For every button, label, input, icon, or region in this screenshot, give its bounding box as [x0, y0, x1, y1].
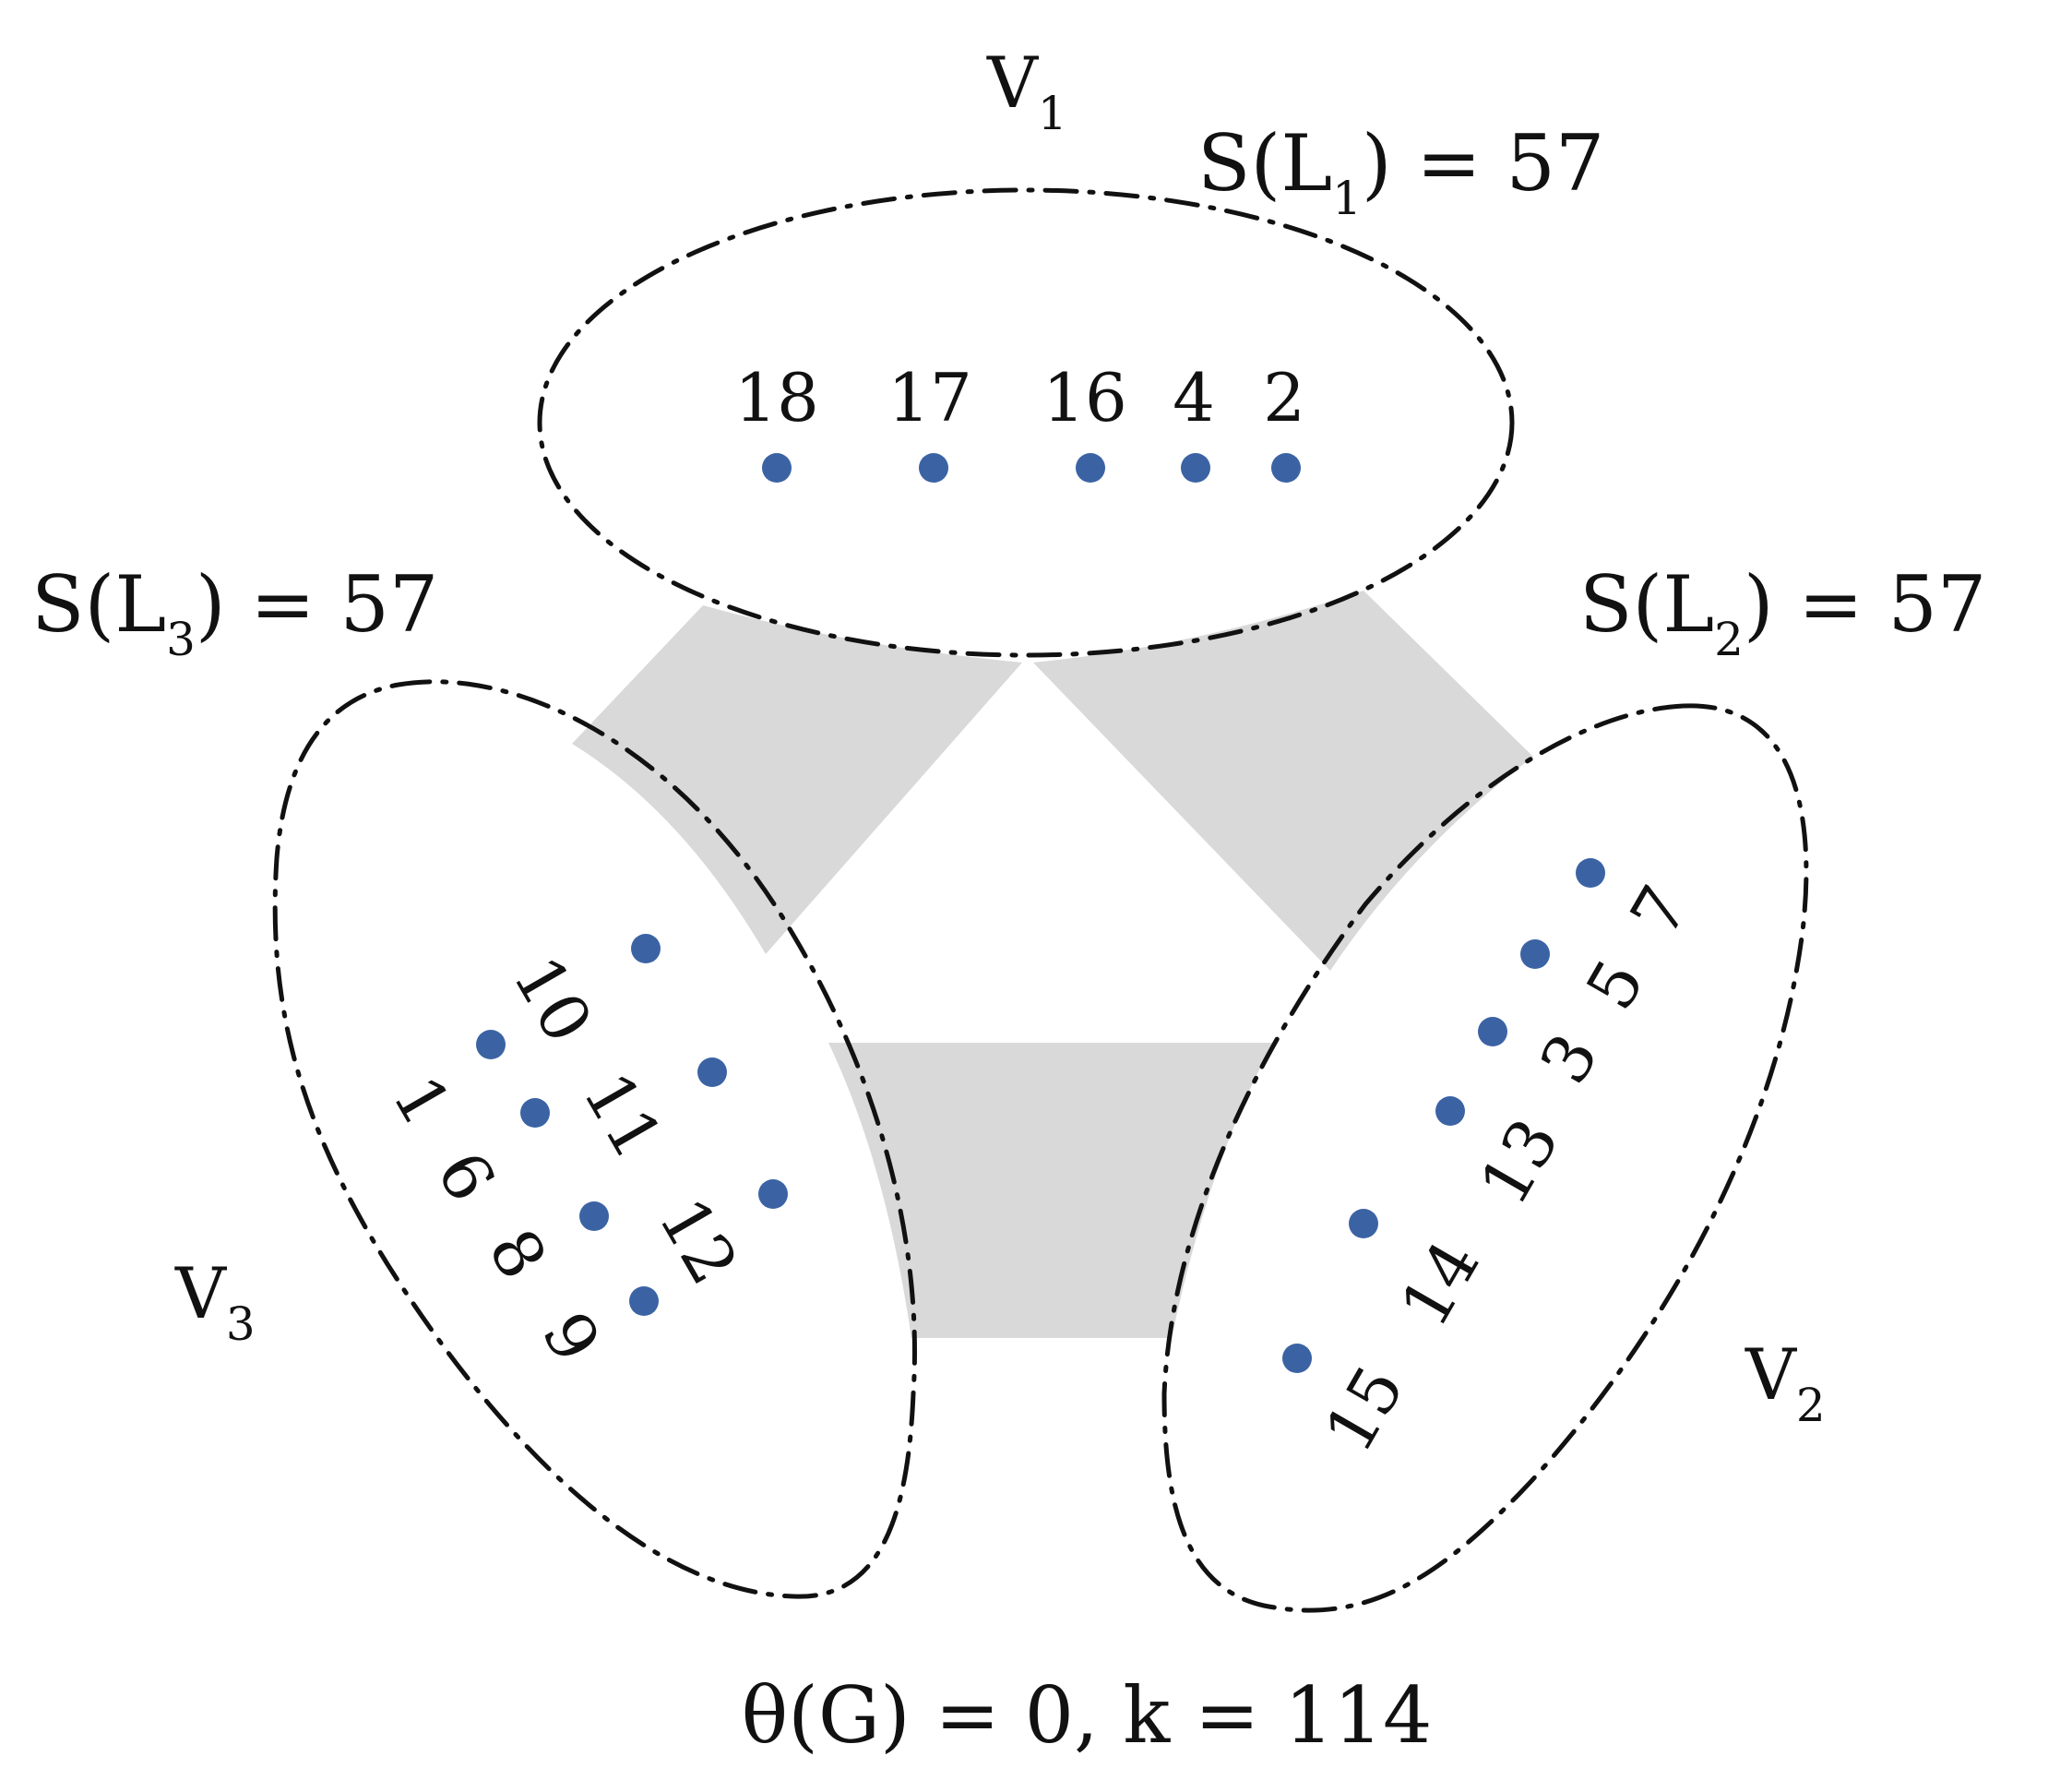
vertex-label: 4	[1173, 359, 1215, 436]
sum-label-post: ) = 57	[196, 559, 438, 650]
vertex-label: 3	[1525, 1021, 1614, 1096]
vertex-label: 2	[1263, 359, 1305, 436]
vertex-v2-14	[1349, 1209, 1378, 1238]
vertex-label: 1	[377, 1063, 466, 1139]
vertex-v2-7	[1576, 858, 1605, 888]
vertex-v3-9	[629, 1286, 659, 1316]
vertex-label: 9	[527, 1299, 615, 1375]
set-label-name: V	[174, 1252, 227, 1334]
vertex-v2-3	[1478, 1017, 1507, 1046]
set-label-v1: V1	[986, 42, 1067, 140]
vertex-v3-1	[476, 1030, 506, 1059]
vertex-v2-5	[1520, 939, 1550, 969]
boundary-v1	[537, 187, 1515, 658]
set-label-sub: 2	[1796, 1379, 1826, 1432]
sum-label-sub: 1	[1332, 172, 1362, 225]
vertex-label: 5	[1571, 947, 1660, 1022]
vertex-label: 6	[422, 1139, 510, 1214]
sum-label-pre: S(L	[31, 559, 166, 650]
band-v1-v2	[1033, 591, 1533, 971]
set-label-sub: 3	[226, 1297, 256, 1351]
vertices-v2: 7 5 3 13 14 15	[1282, 858, 1704, 1465]
vertex-v3-10	[631, 934, 661, 963]
vertex-v1-17	[919, 453, 948, 483]
vertex-v1-16	[1076, 453, 1105, 483]
sum-label-post: ) = 57	[1744, 559, 1986, 650]
sum-label-post: ) = 57	[1362, 118, 1604, 209]
vertex-v1-18	[762, 453, 792, 483]
sum-label-sub: 2	[1714, 613, 1744, 666]
sum-label-l2: S(L2) = 57	[1579, 559, 1986, 666]
sum-label-l1: S(L1) = 57	[1197, 118, 1604, 225]
band-v2-v3	[828, 1043, 1273, 1338]
boundary-v2	[1161, 703, 1809, 1613]
set-label-v2: V2	[1745, 1333, 1826, 1432]
vertex-label: 7	[1615, 873, 1704, 949]
vertex-label: 12	[644, 1185, 754, 1296]
band-v1-v3	[572, 605, 1022, 954]
vertex-v1-4	[1181, 453, 1210, 483]
vertex-label: 8	[473, 1216, 562, 1292]
vertex-label: 11	[568, 1059, 678, 1171]
vertices-v1: 18 17 16 4 2	[734, 359, 1305, 483]
vertex-v2-13	[1435, 1096, 1465, 1126]
footer-caption: θ(G) = 0, k = 114	[742, 1670, 1433, 1761]
boundary-v3	[272, 679, 917, 1599]
vertex-label: 18	[734, 359, 819, 436]
vertex-label: 16	[1042, 359, 1127, 436]
set-label-name: V	[986, 42, 1039, 124]
set-label-name: V	[1745, 1333, 1797, 1416]
vertex-label: 14	[1386, 1227, 1495, 1339]
set-label-sub: 1	[1038, 87, 1067, 140]
vertex-label: 15	[1310, 1353, 1420, 1464]
set-label-v3: V3	[174, 1252, 256, 1351]
vertex-v1-2	[1271, 453, 1301, 483]
vertex-v2-15	[1282, 1344, 1312, 1373]
vertex-v3-8	[579, 1201, 609, 1231]
vertex-v3-12	[758, 1179, 788, 1209]
vertices-v3: 10 11 12 1 6 8 9	[377, 934, 788, 1375]
vertex-label: 10	[498, 943, 608, 1055]
sum-label-sub: 3	[166, 613, 196, 666]
vertex-v3-11	[697, 1057, 727, 1087]
sum-label-pre: S(L	[1197, 118, 1332, 209]
vertex-v3-6	[520, 1098, 550, 1128]
vertex-label: 17	[887, 359, 972, 436]
sum-label-l3: S(L3) = 57	[31, 559, 438, 666]
sum-label-pre: S(L	[1579, 559, 1714, 650]
vertex-label: 13	[1465, 1105, 1575, 1217]
